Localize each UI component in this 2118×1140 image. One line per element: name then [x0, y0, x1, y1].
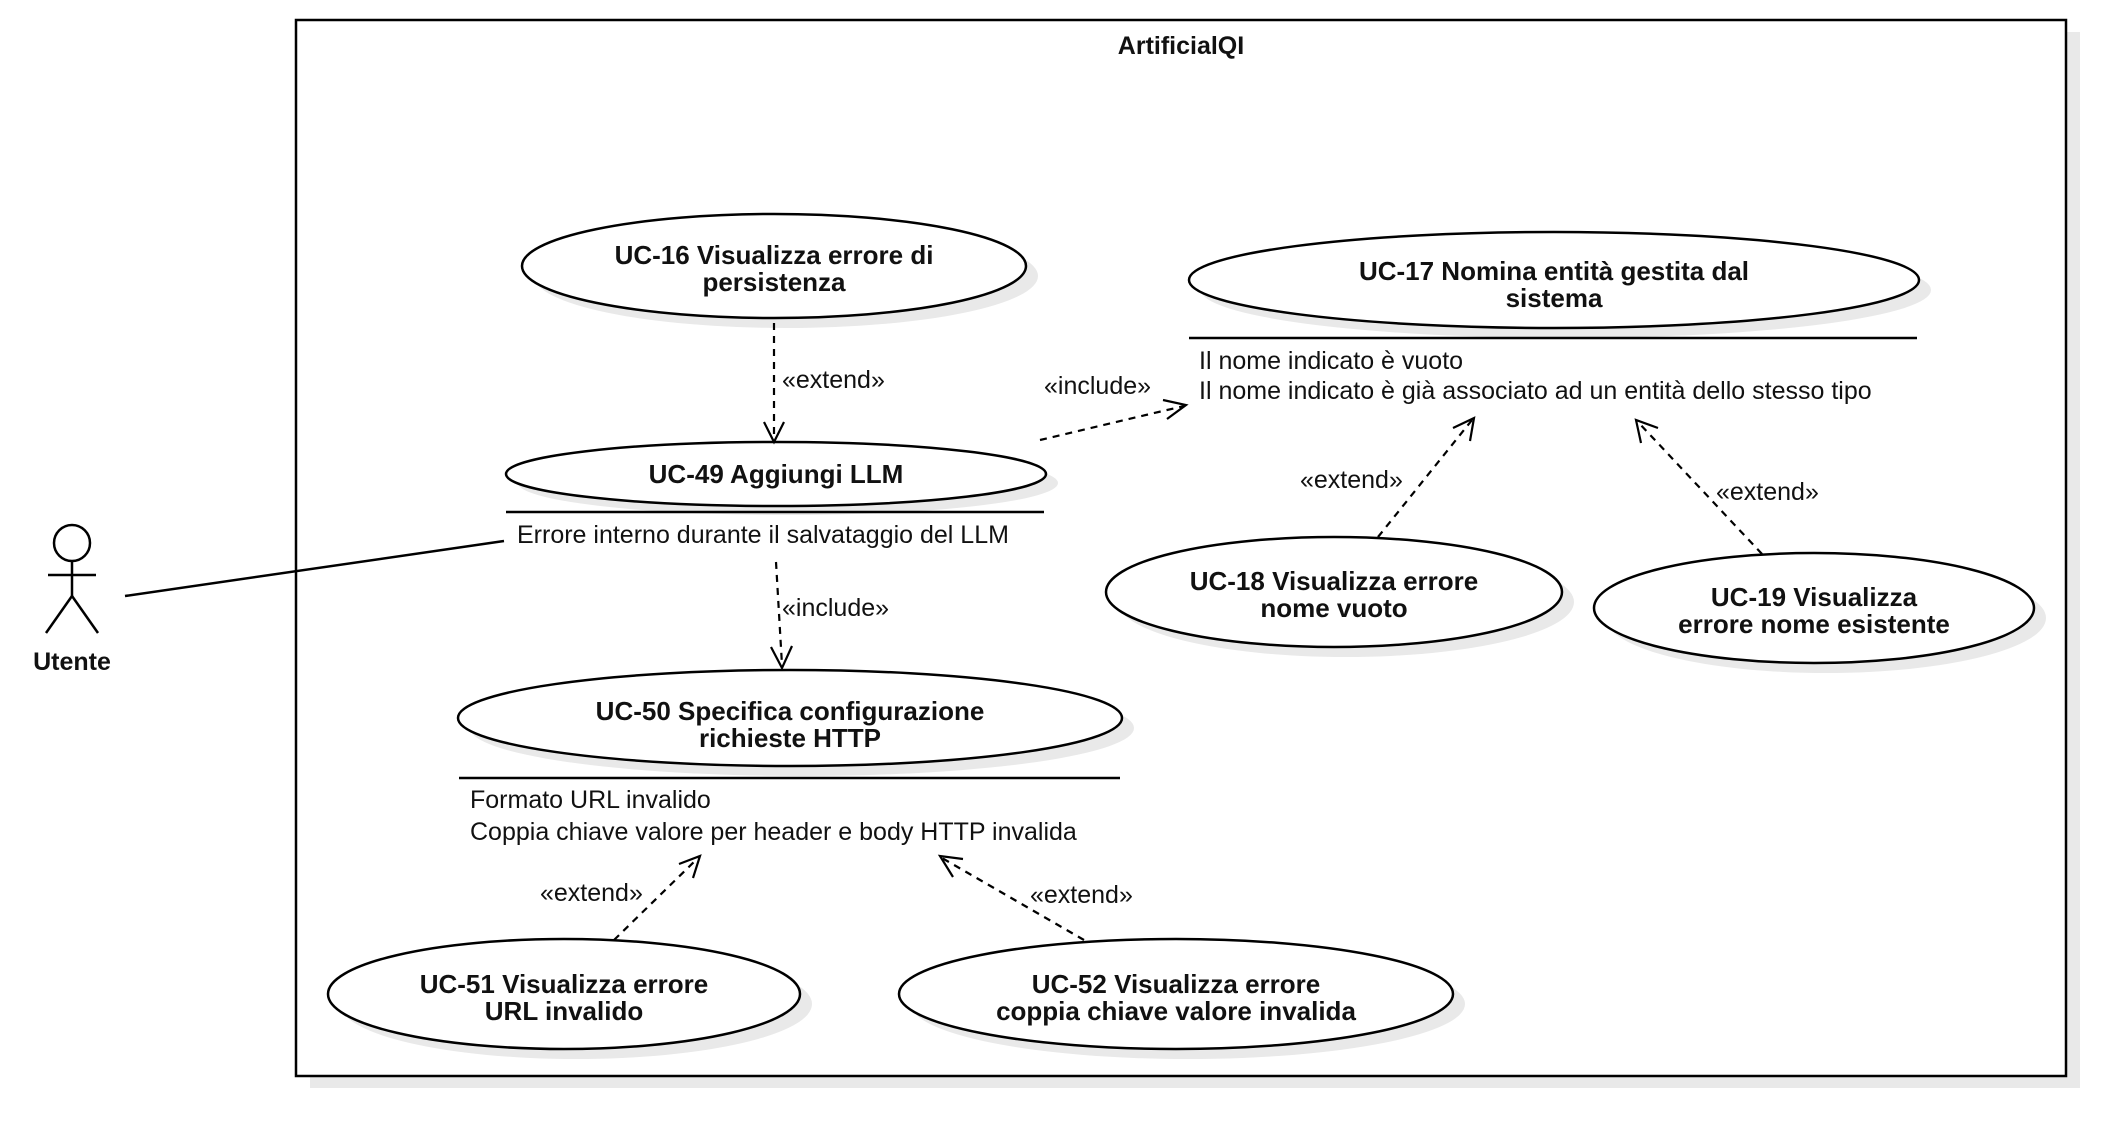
- uc52-title-line2: coppia chiave valore invalida: [996, 996, 1356, 1026]
- uc19-title-line2: errore nome esistente: [1678, 609, 1950, 639]
- uc51-title-line1: UC-51 Visualizza errore: [420, 969, 709, 999]
- relation-uc16-extends-uc49: «extend»: [763, 323, 885, 445]
- uc49-extension-point-1: Errore interno durante il salvataggio de…: [517, 521, 1009, 549]
- uc50-extension-point-2: Coppia chiave valore per header e body H…: [470, 818, 1077, 846]
- relation-label-uc16-uc49: «extend»: [782, 366, 885, 394]
- uc16-title-line2: persistenza: [702, 267, 846, 297]
- uc17-extension-point-1: Il nome indicato è vuoto: [1199, 347, 1463, 375]
- relation-label-uc51-uc50: «extend»: [540, 879, 643, 907]
- actor-right-leg: [70, 595, 100, 634]
- actor-utente[interactable]: Utente: [33, 523, 111, 676]
- relation-uc52-extends-uc50: «extend»: [937, 854, 1133, 941]
- relation-uc49-includes-uc50: «include»: [770, 561, 889, 671]
- uc51-title-line2: URL invalido: [485, 996, 643, 1026]
- uc17-title-line2: sistema: [1506, 283, 1603, 313]
- relation-uc51-extends-uc50: «extend»: [540, 854, 702, 941]
- use-case-uc51[interactable]: UC-51 Visualizza errore URL invalido: [326, 937, 812, 1059]
- relation-label-uc52-uc50: «extend»: [1030, 881, 1133, 909]
- relation-label-uc49-uc17: «include»: [1044, 372, 1151, 400]
- uc50-extension-point-1: Formato URL invalido: [470, 786, 711, 814]
- use-case-uc49[interactable]: UC-49 Aggiungi LLM Errore interno durant…: [504, 440, 1058, 549]
- uc16-title-line1: UC-16 Visualizza errore di: [615, 240, 934, 270]
- use-case-uc50[interactable]: UC-50 Specifica configurazione richieste…: [456, 668, 1134, 846]
- uc52-title-line1: UC-52 Visualizza errore: [1032, 969, 1321, 999]
- uc18-title-line1: UC-18 Visualizza errore: [1190, 566, 1479, 596]
- relation-uc19-extends-uc17: «extend»: [1634, 418, 1819, 555]
- use-case-uc52[interactable]: UC-52 Visualizza errore coppia chiave va…: [897, 937, 1465, 1059]
- use-case-uc16[interactable]: UC-16 Visualizza errore di persistenza: [520, 212, 1038, 328]
- uc18-title-line2: nome vuoto: [1260, 593, 1407, 623]
- use-case-uc18[interactable]: UC-18 Visualizza errore nome vuoto: [1104, 535, 1574, 657]
- relation-label-uc18-uc17: «extend»: [1300, 466, 1403, 494]
- relation-label-uc49-uc50: «include»: [782, 594, 889, 622]
- relation-label-uc19-uc17: «extend»: [1716, 478, 1819, 506]
- use-case-uc17[interactable]: UC-17 Nomina entità gestita dal sistema …: [1187, 230, 1931, 405]
- uc17-extension-point-2: Il nome indicato è già associato ad un e…: [1199, 377, 1872, 405]
- actor-left-leg: [44, 595, 74, 634]
- relation-uc18-extends-uc17: «extend»: [1300, 416, 1476, 538]
- use-case-uc19[interactable]: UC-19 Visualizza errore nome esistente: [1592, 551, 2046, 673]
- actor-head: [52, 523, 92, 563]
- uc17-title-line1: UC-17 Nomina entità gestita dal: [1359, 256, 1749, 286]
- uc19-title-line1: UC-19 Visualizza: [1711, 582, 1918, 612]
- association-line: [124, 539, 505, 598]
- uc50-title-line2: richieste HTTP: [699, 723, 881, 753]
- uc49-title: UC-49 Aggiungi LLM: [649, 459, 904, 489]
- uc50-title-line1: UC-50 Specifica configurazione: [596, 696, 985, 726]
- actor-label: Utente: [33, 648, 111, 676]
- relation-uc49-includes-uc17: «include»: [1039, 372, 1189, 442]
- system-title: ArtificialQI: [1118, 32, 1244, 60]
